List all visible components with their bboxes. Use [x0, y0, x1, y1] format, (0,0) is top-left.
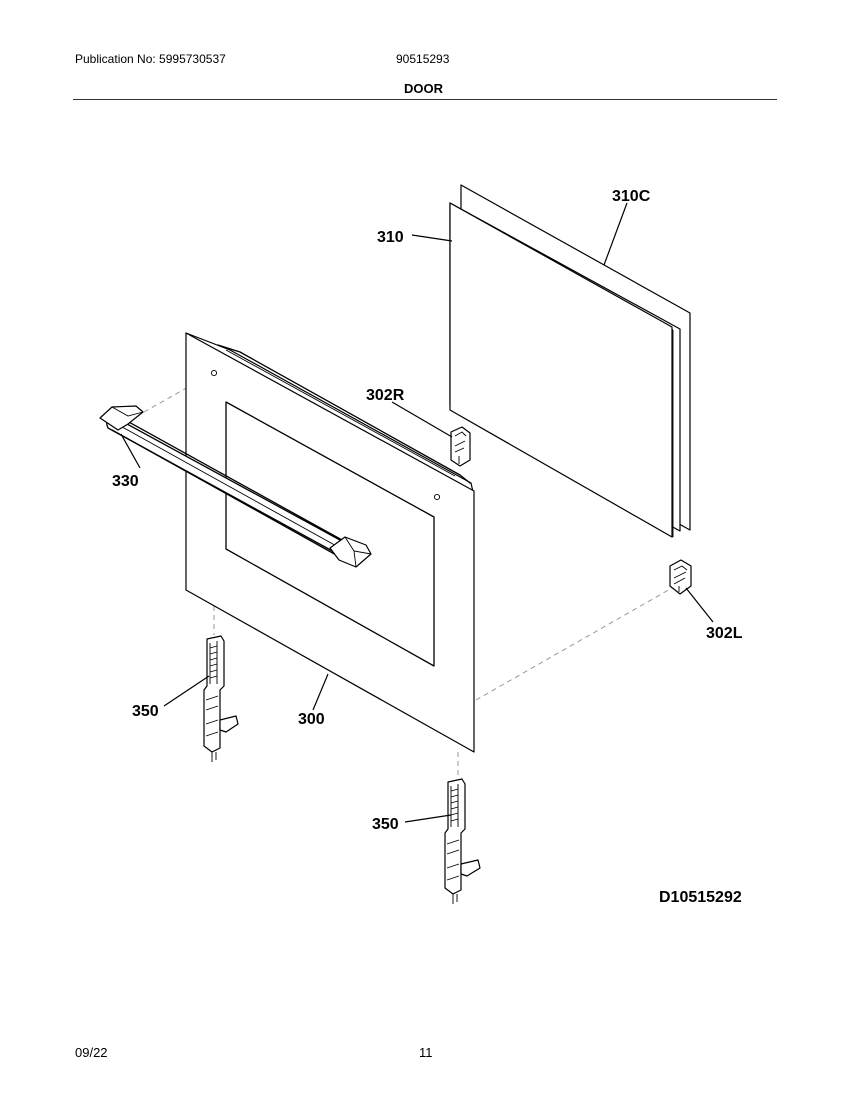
callout-310: 310	[377, 229, 404, 246]
glass-panel-310	[449, 202, 681, 538]
callout-302l: 302L	[706, 625, 743, 642]
callout-302r: 302R	[366, 387, 405, 404]
callout-310c: 310C	[612, 188, 651, 205]
hinge-350-left	[203, 635, 239, 762]
bracket-302r	[450, 426, 471, 467]
section-title: DOOR	[404, 81, 443, 96]
callout-350-right: 350	[372, 816, 399, 833]
callout-350-left: 350	[132, 703, 159, 720]
callout-300: 300	[298, 711, 325, 728]
callout-330: 330	[112, 473, 139, 490]
page-number: 11	[419, 1045, 433, 1060]
handle-330	[99, 405, 372, 568]
leader-lines	[120, 202, 714, 823]
hinge-350-right	[444, 778, 481, 904]
bracket-302l	[669, 559, 692, 595]
part-number: 90515293	[396, 52, 450, 66]
diagram-id: D10515292	[659, 889, 742, 906]
publication-number: Publication No: 5995730537	[75, 52, 226, 66]
header-divider	[73, 99, 777, 100]
footer-date: 09/22	[75, 1045, 108, 1060]
